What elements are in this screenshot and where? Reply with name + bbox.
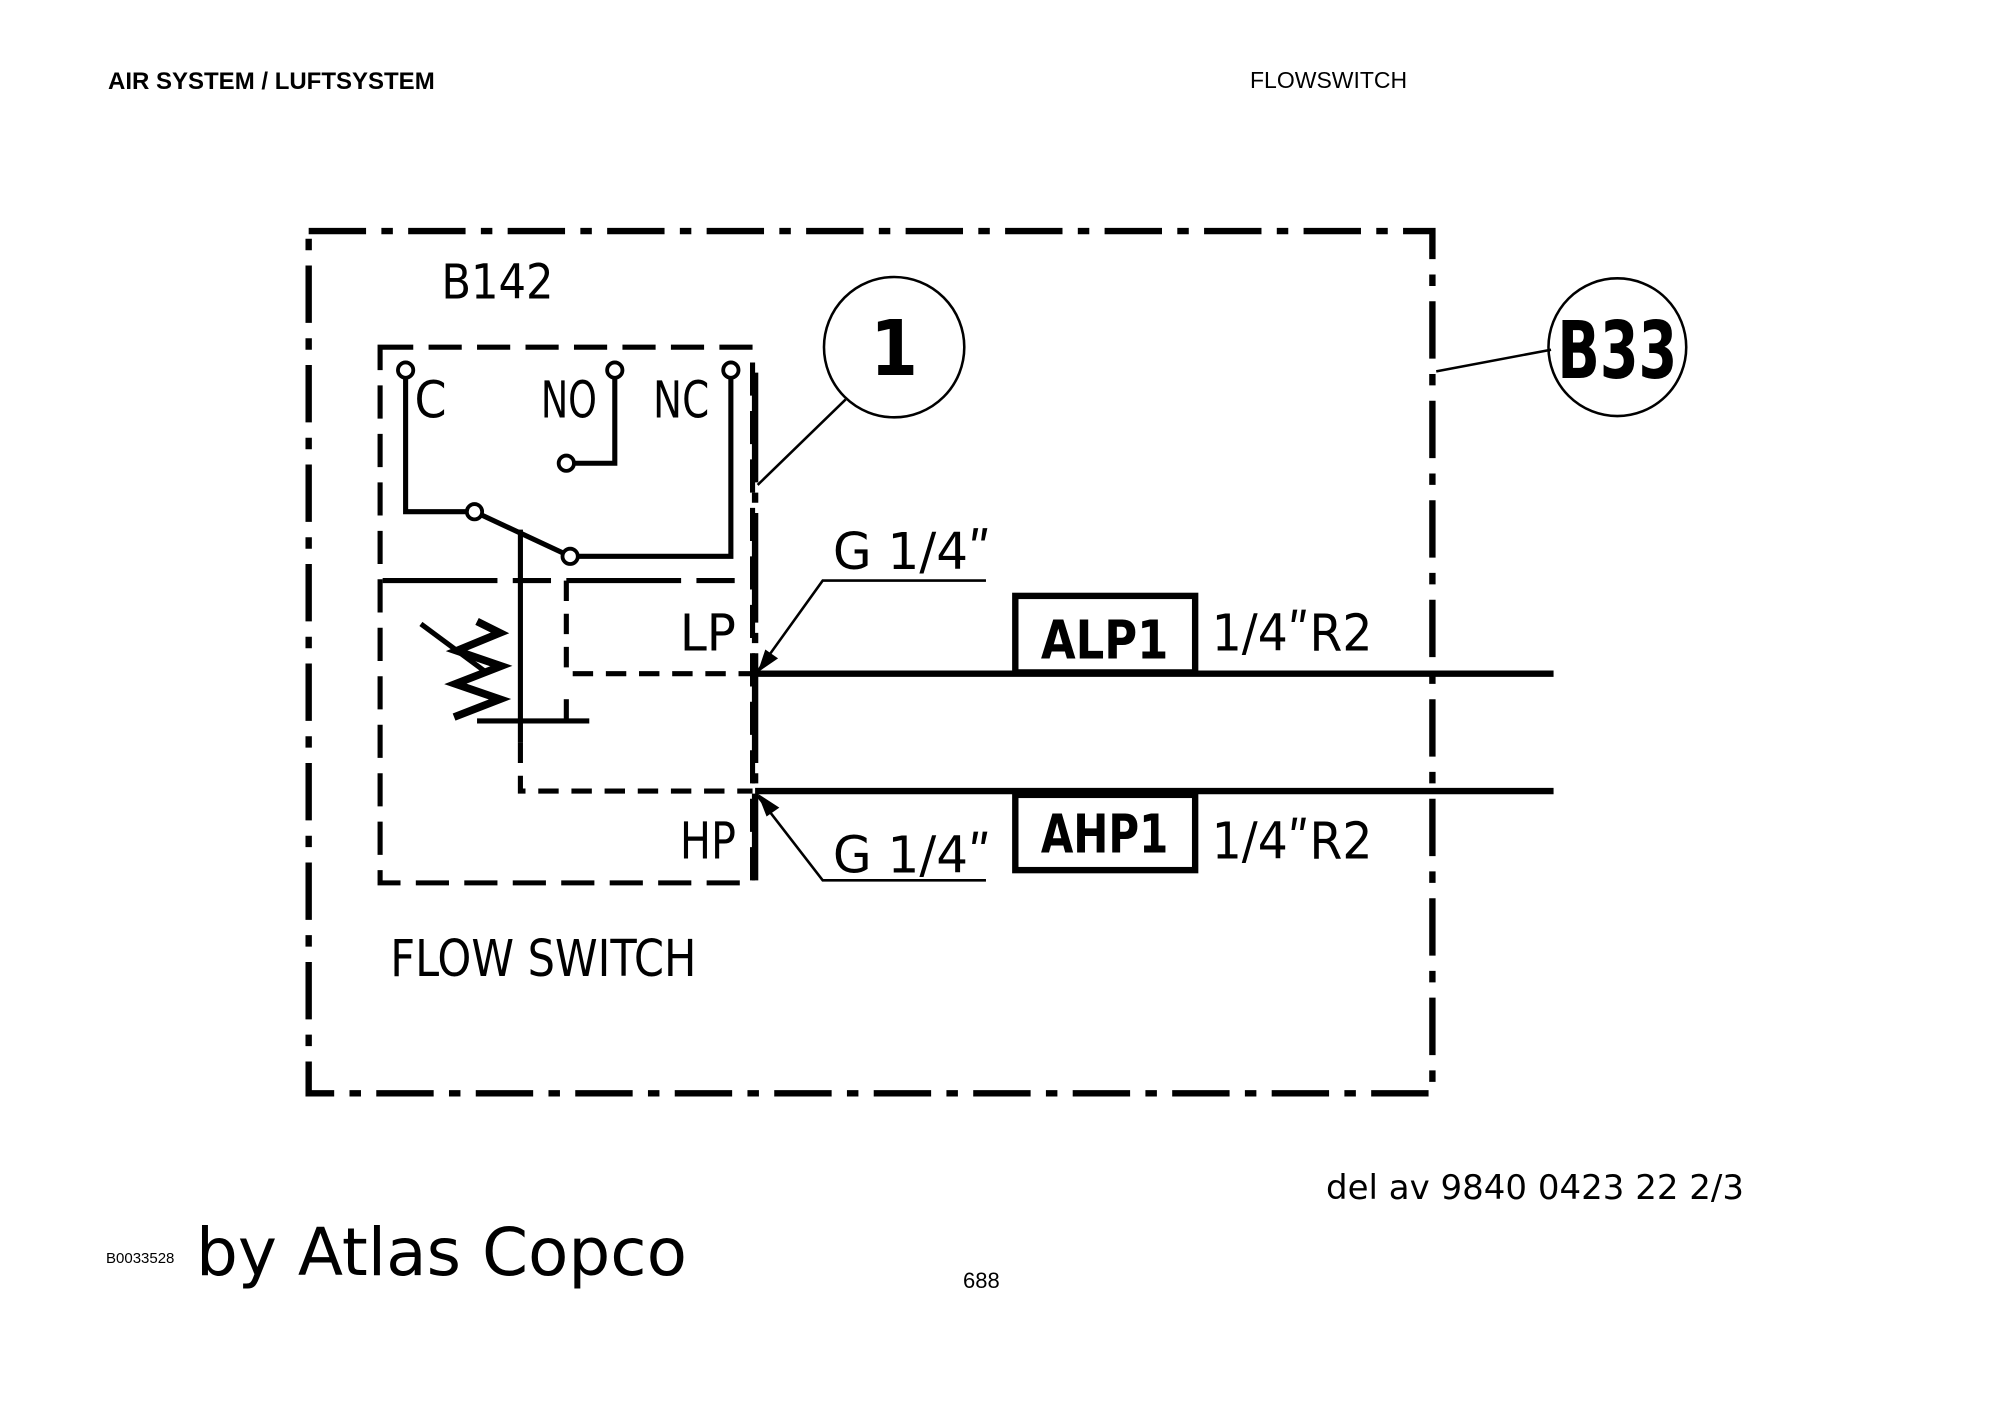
terminal-no-icon: [605, 360, 625, 380]
lp-port-label: LP: [680, 605, 736, 664]
lp-arrow-icon: [757, 649, 779, 673]
hp-thread-label: G 1/4ʺ: [833, 827, 991, 886]
alp1-box: [1012, 592, 1199, 676]
drawing-id: B0033528: [106, 1250, 175, 1267]
terminal-no-label: NO: [541, 371, 597, 430]
assembly-callout-leader: [1435, 348, 1552, 373]
lp-pipe-size: 1/4ʺR2: [1212, 605, 1373, 664]
spring-icon: [444, 617, 513, 721]
item-callout-leader: [756, 398, 847, 486]
hp-pipe-label: AHP1: [1041, 802, 1169, 865]
lp-thread-label: G 1/4ʺ: [833, 523, 991, 582]
item-callout-number: 1: [870, 305, 918, 394]
hp-port-label: HP: [680, 813, 736, 872]
pivot-icon: [464, 502, 485, 522]
hp-arrow-icon: [757, 793, 780, 817]
nc-lead: [570, 372, 734, 559]
terminal-nc-icon: [721, 360, 741, 380]
common-lead: [403, 370, 475, 515]
ahp1-box: [1012, 791, 1199, 874]
hp-passage: [517, 742, 753, 794]
credit-text: by Atlas Copco: [196, 1214, 687, 1291]
lp-passage: [563, 580, 753, 677]
adjust-arrow: [419, 621, 487, 674]
terminal-nc-label: NC: [653, 371, 709, 430]
page-topic: FLOWSWITCH: [1250, 67, 1408, 93]
terminal-c-icon: [396, 360, 416, 380]
lp-thread-leader: [756, 579, 986, 672]
no-contact-icon: [556, 453, 576, 473]
assembly-callout-circle: [1547, 277, 1688, 418]
lp-pipe-label: ALP1: [1041, 608, 1169, 671]
nc-contact-icon: [560, 546, 580, 566]
hp-thread-leader: [756, 795, 986, 882]
page-number: 688: [963, 1268, 1000, 1293]
hp-pipe-size: 1/4ʺR2: [1212, 813, 1373, 872]
no-lead: [566, 372, 618, 466]
section-title: AIR SYSTEM / LUFTSYSTEM: [108, 68, 435, 95]
terminal-c-label: C: [415, 371, 447, 430]
item-callout-circle: [822, 275, 966, 419]
component-label: FLOW SWITCH: [390, 930, 696, 989]
document-reference: del av 9840 0423 22 2/3: [1326, 1168, 1744, 1208]
component-id: B142: [441, 255, 553, 311]
assembly-callout-label: B33: [1557, 305, 1677, 397]
